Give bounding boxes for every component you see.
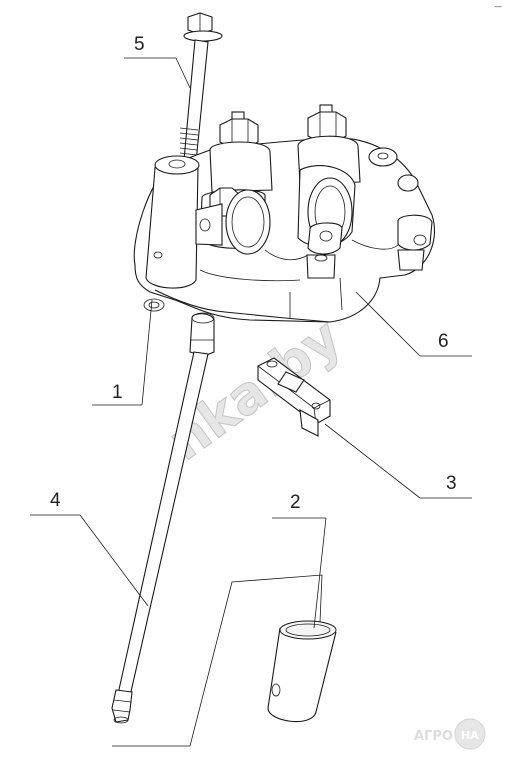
- part-6-rocker-housing: [133, 104, 436, 323]
- callout-1: 1: [112, 382, 123, 403]
- leader-lines: [30, 57, 472, 747]
- part-4-pushrod: [111, 312, 215, 724]
- callout-labels: 5 6 1 3 4 2: [50, 34, 457, 513]
- callout-5: 5: [134, 34, 145, 55]
- corner-mark: —: [494, 2, 502, 11]
- logo-text-right: НА: [461, 729, 479, 742]
- logo-text-left: АГРО: [414, 729, 453, 744]
- callout-6: 6: [438, 331, 449, 352]
- part-2-tappet: [267, 620, 337, 723]
- brand-logo: АГРО НА: [414, 718, 486, 750]
- logo-circle-icon: [454, 718, 486, 750]
- part-3-plate: [257, 357, 331, 437]
- part-5-bolt: [179, 12, 223, 163]
- callout-4: 4: [50, 490, 61, 511]
- part-1-washer: [143, 298, 165, 312]
- callout-2: 2: [290, 492, 301, 513]
- callout-3: 3: [446, 473, 457, 494]
